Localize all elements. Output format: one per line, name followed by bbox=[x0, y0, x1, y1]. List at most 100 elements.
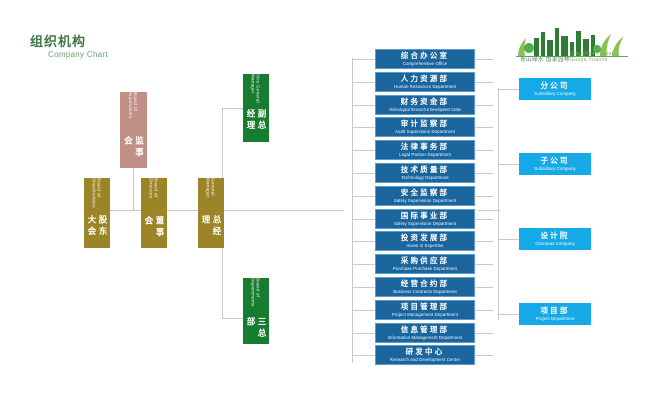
department-name-en: Purchase Purchase Department bbox=[393, 266, 457, 272]
department-name-en: Safety Supervision Department bbox=[393, 197, 457, 203]
logo-text-en: Qingshan Lvshui · Guojia Yuanlin bbox=[570, 51, 618, 63]
gov-general-manager-en: General Manager bbox=[205, 178, 216, 198]
gov-directors-cn: 董事会 bbox=[144, 215, 165, 239]
connector-three-dept bbox=[222, 318, 244, 319]
subsidiary-name-en: Subsidiary Company bbox=[534, 91, 576, 96]
subsidiary-name-en: Subsidiary Company bbox=[534, 166, 576, 171]
logo-text-cn: 青山绿水 国家园林 bbox=[520, 57, 571, 63]
page-title-cn: 组织机构 bbox=[30, 34, 87, 49]
department-out-connector-9 bbox=[475, 264, 493, 266]
gov-box-supervisors[interactable]: 监事会 Board of Supervisors bbox=[120, 92, 147, 168]
manager-three-dept-cn: 三总部 bbox=[246, 316, 267, 340]
gov-directors-en: Board of Directors bbox=[148, 178, 159, 199]
department-out-connector-13 bbox=[475, 355, 493, 357]
department-connector-1 bbox=[352, 81, 375, 83]
connector-department-spine bbox=[352, 58, 353, 363]
gov-box-shareholders[interactable]: 股东大会 Board of Shareholders bbox=[84, 178, 110, 248]
gov-supervisors-cn: 监事会 bbox=[123, 135, 145, 159]
manager-vice-gm-cn: 副总经理 bbox=[246, 109, 267, 133]
department-name-cn: 技术质量部 bbox=[400, 165, 450, 174]
department-connector-5 bbox=[352, 173, 375, 174]
gov-shareholders-en: Board of Shareholders bbox=[91, 178, 102, 208]
department-name-cn: 法律事务部 bbox=[400, 142, 450, 152]
department-name-cn: 综合办公室 bbox=[400, 51, 450, 60]
department-name-en: Invest in Expertise bbox=[406, 243, 444, 249]
department-name-en: Legal Partner Department bbox=[399, 152, 451, 158]
department-name-cn: 投资发展部 bbox=[400, 233, 450, 243]
department-name-cn: 国际事业部 bbox=[400, 210, 450, 220]
gov-box-directors[interactable]: 董事会 Board of Directors bbox=[141, 178, 167, 248]
subsidiary-name-cn: 设计院 bbox=[540, 231, 570, 240]
department-name-cn: 采购供应部 bbox=[400, 256, 450, 266]
page-title: 组织机构 Company Chart bbox=[30, 34, 108, 60]
company-logo: 青山绿水 国家园林 Qingshan Lvshui · Guojia Yuanl… bbox=[512, 18, 632, 64]
connector-supervisors bbox=[133, 160, 134, 210]
department-out-connector-2 bbox=[475, 104, 493, 106]
department-connector-8 bbox=[352, 241, 375, 243]
department-connector-4 bbox=[352, 150, 375, 152]
department-connector-10 bbox=[352, 287, 375, 288]
subsidiary-name-cn: 分公司 bbox=[540, 81, 570, 90]
department-out-connector-6 bbox=[475, 195, 493, 197]
department-connector-6 bbox=[352, 195, 375, 197]
skyline-logo-icon bbox=[516, 28, 628, 57]
manager-three-dept-en: Board of Departments bbox=[250, 278, 261, 307]
department-connector-3 bbox=[352, 127, 375, 129]
connector-main-subsidiary bbox=[478, 210, 500, 211]
connector-vice-gm bbox=[222, 108, 244, 109]
department-connector-9 bbox=[352, 264, 375, 266]
manager-vice-gm-en: Vice General Manager bbox=[250, 74, 261, 103]
department-out-connector-0 bbox=[475, 59, 493, 60]
department-name-en: Audit Supervision Department bbox=[395, 129, 455, 135]
department-name-en: Technological Research & Development Cen… bbox=[388, 106, 462, 112]
connector-gm-main bbox=[224, 210, 344, 211]
subsidiary-connector-3 bbox=[498, 314, 519, 315]
department-connector-2 bbox=[352, 104, 375, 106]
connector-directors-gm bbox=[165, 210, 202, 211]
department-out-connector-3 bbox=[475, 127, 493, 129]
gov-general-manager-cn: 总经理 bbox=[201, 215, 222, 239]
department-out-connector-7 bbox=[475, 218, 493, 220]
department-name-cn: 财务资金部 bbox=[400, 96, 450, 106]
department-connector-12 bbox=[352, 332, 375, 334]
subsidiary-connector-0 bbox=[498, 89, 519, 90]
department-name-en: Information Management Department bbox=[387, 334, 463, 340]
gov-shareholders-cn: 股东大会 bbox=[87, 214, 108, 238]
manager-box-vice-general-manager[interactable]: 副总经理 Vice General Manager bbox=[243, 74, 269, 142]
connector-shareholders-directors bbox=[110, 210, 142, 211]
department-name-en: Human Resources Department bbox=[394, 83, 456, 89]
department-out-connector-12 bbox=[475, 332, 493, 334]
department-name-en: Business Contracts Department bbox=[393, 289, 457, 294]
page-title-en: Company Chart bbox=[48, 50, 108, 59]
department-name-en: Safety Supervision Department bbox=[393, 220, 457, 226]
subsidiary-connector-2 bbox=[498, 239, 519, 240]
subsidiary-name-cn: 项目部 bbox=[540, 306, 570, 315]
department-out-connector-5 bbox=[475, 173, 493, 174]
manager-box-three-departments[interactable]: 三总部 Board of Departments bbox=[243, 278, 269, 344]
department-name-en: Comprehensive Office bbox=[402, 61, 448, 66]
department-connector-13 bbox=[352, 355, 375, 357]
connector-subsidiary-spine bbox=[498, 88, 499, 320]
department-name-cn: 信息管理部 bbox=[400, 324, 450, 334]
department-name-en: Research and Development Center bbox=[389, 357, 461, 363]
gov-box-general-manager[interactable]: 总经理 General Manager bbox=[198, 178, 224, 248]
